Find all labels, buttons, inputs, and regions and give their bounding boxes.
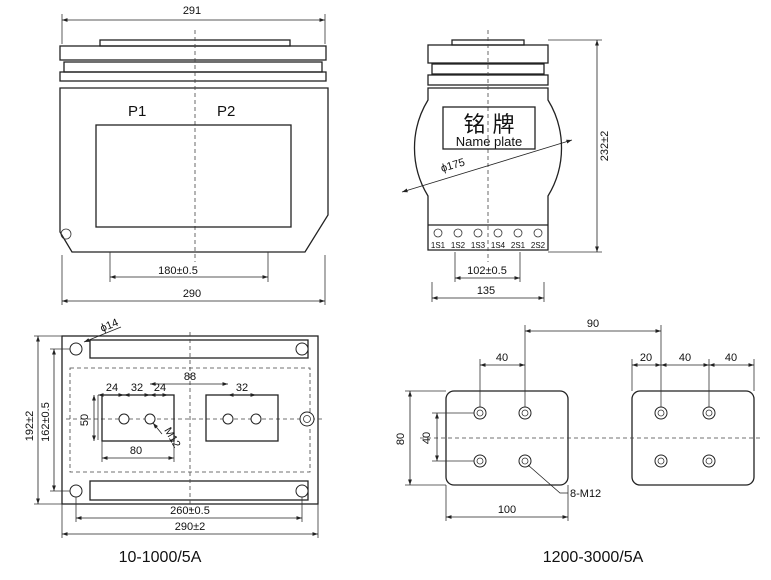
terminal-1s3: 1S3 (471, 241, 486, 250)
label-m12: M12 (161, 426, 182, 451)
terminal-2s1: 2S1 (511, 241, 526, 250)
dim-80-height: 80 (395, 433, 407, 445)
side-view: 铭 牌 Name plate ϕ175 1S1 1S2 1S3 1S4 2S1 … (401, 30, 611, 302)
dim-100: 100 (498, 504, 516, 516)
dim-260: 260±0.5 (170, 505, 210, 517)
terminal-1s1: 1S1 (431, 241, 446, 250)
dim-24-left: 24 (106, 382, 118, 394)
dim-102: 102±0.5 (467, 265, 507, 277)
dim-40-vertical: 40 (421, 432, 433, 444)
nameplate-english: Name plate (456, 134, 522, 149)
plan-view-small: ϕ14 24 32 24 88 32 50 M12 80 192±2 1 (24, 317, 322, 566)
dim-20: 20 (640, 352, 652, 364)
dim-40-b: 40 (679, 352, 691, 364)
terminal-p2: P2 (217, 103, 235, 120)
terminal-p1: P1 (128, 103, 146, 120)
caption-large: 1200-3000/5A (543, 549, 644, 566)
dim-291: 291 (183, 5, 201, 17)
dim-232: 232±2 (599, 131, 611, 162)
dim-290: 290 (183, 288, 201, 300)
dim-290-plan: 290±2 (175, 521, 206, 533)
dim-phi14: ϕ14 (99, 317, 121, 335)
label-8-m12: 8-M12 (570, 488, 601, 500)
dim-50: 50 (79, 414, 91, 426)
dim-192: 192±2 (24, 411, 36, 442)
dim-phi175: ϕ175 (440, 157, 467, 175)
dim-162: 162±0.5 (40, 402, 52, 442)
dim-88: 88 (184, 371, 196, 383)
terminal-2s2: 2S2 (531, 241, 546, 250)
dim-40-a: 40 (496, 352, 508, 364)
dim-40-c: 40 (725, 352, 737, 364)
dim-80: 80 (130, 445, 142, 457)
terminal-1s2: 1S2 (451, 241, 466, 250)
dim-135: 135 (477, 285, 495, 297)
dim-32-left: 32 (131, 382, 143, 394)
dim-180: 180±0.5 (158, 265, 198, 277)
front-view: 291 P1 P2 180±0.5 290 (59, 5, 329, 305)
busbar-view-large: 90 40 20 40 40 80 40 8-M12 100 1200-3000… (395, 318, 760, 566)
nameplate-chinese: 铭 牌 (464, 113, 515, 138)
terminal-1s4: 1S4 (491, 241, 506, 250)
caption-small: 10-1000/5A (119, 549, 202, 566)
dim-90: 90 (587, 318, 599, 330)
dim-32-bus: 32 (236, 382, 248, 394)
